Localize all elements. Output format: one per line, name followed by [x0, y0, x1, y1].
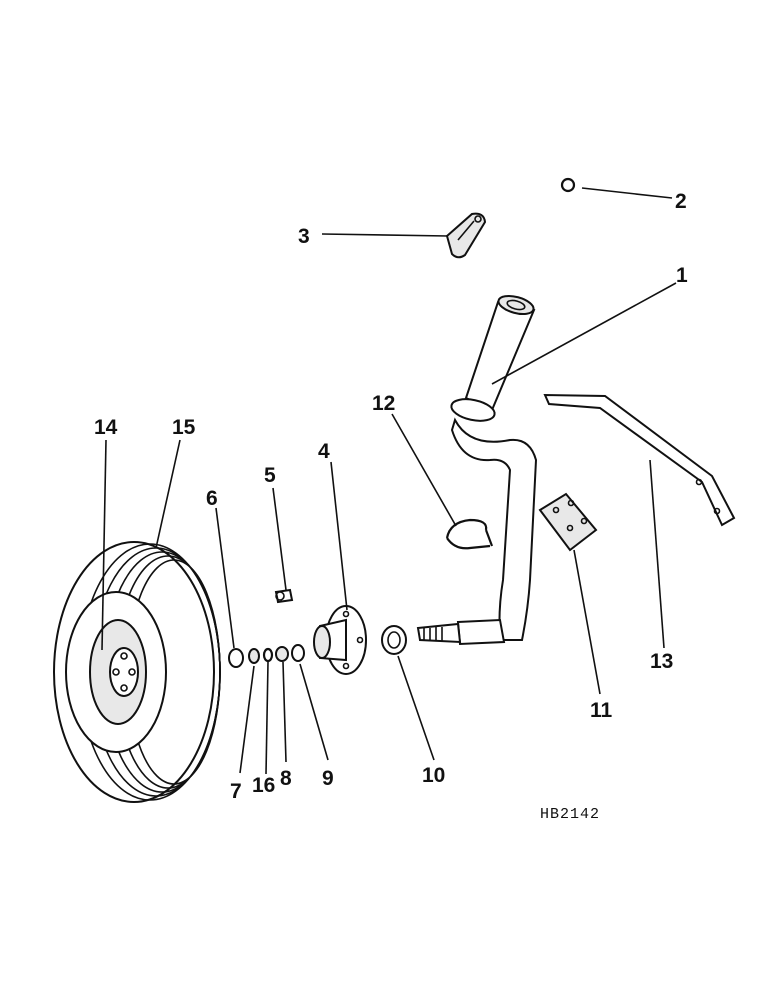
part-5-fitting	[274, 588, 294, 604]
part-10-seal	[381, 625, 407, 655]
part-9-cup	[291, 644, 305, 662]
part-6-cap	[228, 648, 244, 668]
callout-1: 1	[676, 264, 688, 287]
part-12-u-bolt	[445, 518, 494, 550]
part-1-crank-arm	[416, 294, 538, 646]
part-2-ring	[560, 177, 576, 193]
callout-4: 4	[318, 440, 330, 463]
callout-11: 11	[590, 699, 613, 722]
callout-15: 15	[172, 416, 196, 439]
callout-7: 7	[230, 780, 242, 803]
callout-10: 10	[422, 764, 445, 787]
callout-14: 14	[94, 416, 118, 439]
leader-lines	[101, 187, 677, 775]
part-7-nut	[248, 648, 260, 664]
callout-9: 9	[322, 767, 334, 790]
part-3-clip	[445, 212, 487, 259]
part-11-plate	[538, 492, 598, 552]
callout-5: 5	[264, 464, 276, 487]
callout-16: 16	[252, 774, 275, 797]
callout-3: 3	[298, 225, 310, 248]
part-13-bracket	[543, 393, 736, 527]
part-16-washer	[262, 647, 274, 663]
callout-12: 12	[372, 392, 395, 415]
callout-2: 2	[675, 190, 687, 213]
part-4-hub	[313, 605, 367, 675]
callout-labels: 1 2 3 4 5 6 7 8 9 10 11 12 13 14 15 16	[94, 190, 688, 803]
callout-13: 13	[650, 650, 673, 673]
part-8-cone	[275, 646, 289, 662]
callout-6: 6	[206, 487, 218, 510]
callout-8: 8	[280, 767, 292, 790]
part-14-wheel-rim	[65, 591, 167, 753]
drawing-code: HB2142	[540, 806, 600, 823]
